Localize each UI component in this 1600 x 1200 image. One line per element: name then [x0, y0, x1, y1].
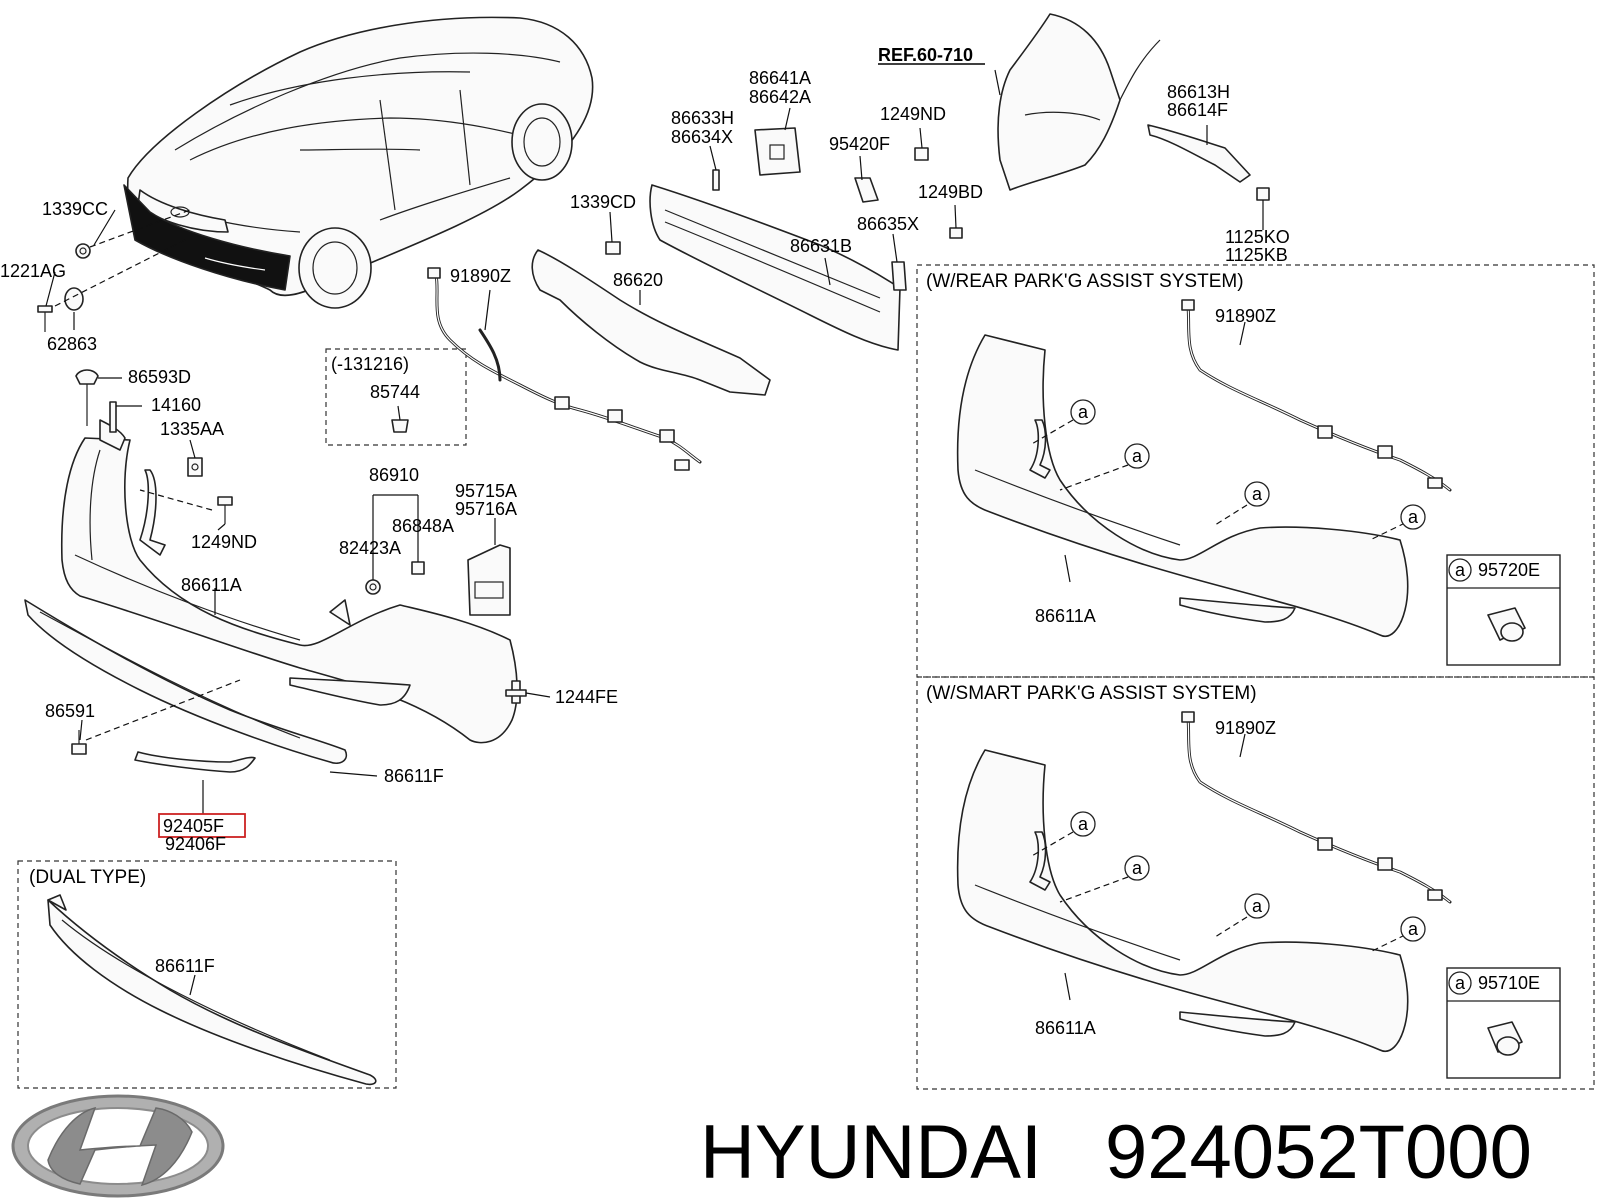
car-fasteners [37, 209, 191, 332]
section-title-smart-park-assist: (W/SMART PARK'G ASSIST SYSTEM) [926, 683, 1257, 704]
bracket-86641A [754, 127, 801, 176]
period-note: (-131216) [331, 354, 409, 374]
part-label: 91890Z [450, 266, 511, 286]
part-number: 924052T000 [1105, 1110, 1532, 1195]
dual-type-lower-cover [47, 894, 377, 1086]
clip-85744 [391, 419, 409, 433]
dual-type-box [17, 860, 397, 1089]
part-label: 86631B [790, 236, 852, 256]
part-label: 1339CD [570, 192, 636, 212]
section-title-rear-park-assist: (W/REAR PARK'G ASSIST SYSTEM) [926, 271, 1244, 292]
part-label: 95716A [455, 499, 517, 519]
part-label: 1249BD [918, 182, 983, 202]
brand-name: HYUNDAI [700, 1110, 1042, 1195]
part-label: 1249ND [880, 104, 946, 124]
callout-circles [1070, 399, 1472, 995]
part-label: 14160 [151, 395, 201, 415]
part-label: 86611A [1035, 1018, 1096, 1038]
part-label: 86641A [749, 68, 811, 88]
part-label: 1125KO [1225, 227, 1290, 247]
period-note-box [325, 348, 467, 446]
part-label: 95720E [1478, 560, 1540, 580]
bracket-86613H [1147, 124, 1251, 183]
smart-park-assist-box [916, 676, 1595, 1090]
part-label: 86634X [671, 127, 733, 147]
smart-park-callout-leaders [1029, 831, 1406, 953]
callout-a: a [1408, 507, 1419, 527]
part-label: 91890Z [1215, 718, 1276, 738]
smart-park-bumper-illustration [956, 749, 1409, 1052]
callout-a: a [1078, 402, 1089, 422]
smart-park-wiring-harness [1181, 711, 1452, 904]
top-fasteners [605, 147, 1270, 291]
part-label: 1221AG [0, 261, 66, 281]
callout-a: a [1455, 560, 1466, 580]
part-label: 86611F [384, 766, 444, 786]
part-label: 86614F [1167, 100, 1228, 120]
part-label: 86613H [1167, 82, 1230, 102]
callout-a: a [1408, 919, 1419, 939]
part-label: 95710E [1478, 973, 1540, 993]
callout-a: a [1455, 973, 1466, 993]
part-labels: 1339CC 1221AG 62863 86593D 14160 1335AA … [0, 68, 1540, 1038]
rear-park-wiring-harness [1181, 299, 1452, 492]
part-label: 86593D [128, 367, 191, 387]
part-label: 1335AA [160, 419, 224, 439]
sensor-95710E-illustration [1487, 1021, 1523, 1056]
part-label: 86611A [1035, 606, 1096, 626]
sensor-95720E-illustration [1487, 607, 1526, 642]
reference-label: REF.60-710 [878, 45, 973, 65]
part-label: 1244FE [555, 687, 618, 707]
highlight-box-92405F [158, 813, 246, 838]
rear-park-bumper-illustration [956, 334, 1409, 637]
part-label: 86620 [613, 270, 663, 290]
highlighted-part-label: 92405F [163, 816, 224, 836]
part-label: 86591 [45, 701, 95, 721]
callout-a: a [1252, 484, 1263, 504]
wiring-harness-main [427, 267, 702, 471]
clips-86910 [365, 561, 425, 595]
reflector-92405F [134, 751, 256, 773]
section-title-dual-type: (DUAL TYPE) [29, 867, 146, 888]
part-label: 86611A [181, 575, 242, 595]
part-label: 95715A [455, 481, 517, 501]
energy-absorber-86620 [531, 249, 771, 396]
part-label: 86642A [749, 87, 811, 107]
part-label: 1339CC [42, 199, 108, 219]
rear-park-assist-box [916, 264, 1595, 678]
module-95715A [467, 544, 511, 616]
car-overview-illustration [123, 16, 594, 309]
callout-letters: a a a a a a a a a a [1078, 402, 1466, 993]
callout-a: a [1132, 446, 1143, 466]
leader-lines [45, 69, 1264, 1001]
callout-a: a [1252, 896, 1263, 916]
left-bumper-fasteners [71, 369, 527, 755]
part-label: 86633H [671, 108, 734, 128]
part-label: 91890Z [1215, 306, 1276, 326]
rear-park-callout-leaders [1029, 419, 1406, 541]
part-label: 86848A [392, 516, 454, 536]
part-label: 86910 [369, 465, 419, 485]
part-label: 86635X [857, 214, 919, 234]
part-label: 86611F [155, 956, 215, 976]
hyundai-logo [11, 1094, 225, 1198]
part-label: 92406F [165, 834, 226, 854]
rear-bumper-cover-main [24, 419, 518, 765]
part-label: 62863 [47, 334, 97, 354]
part-label: 1249ND [191, 532, 257, 552]
part-label: 82423A [339, 538, 401, 558]
part-label: 85744 [370, 382, 420, 402]
part-label: 1125KB [1225, 245, 1288, 265]
callout-a: a [1132, 858, 1143, 878]
rear-panel-ref-60-710 [997, 13, 1121, 191]
part-label: 95420F [829, 134, 890, 154]
callout-a: a [1078, 814, 1089, 834]
